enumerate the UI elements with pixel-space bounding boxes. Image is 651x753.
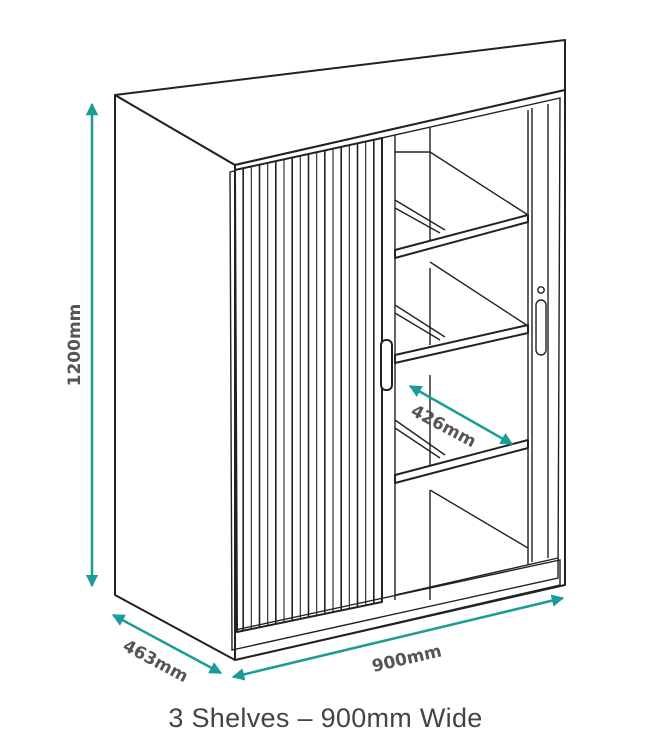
right-door-edge bbox=[531, 104, 549, 562]
cabinet-front-frame bbox=[229, 97, 561, 651]
depth-dimension-arrow bbox=[111, 613, 223, 675]
cabinet-interior bbox=[394, 110, 529, 600]
cabinet-diagram: 1200mm 463mm 900mm 426mm bbox=[65, 39, 566, 687]
shelf-middle bbox=[394, 268, 529, 364]
left-door-handle bbox=[380, 339, 393, 391]
tambour-door bbox=[234, 137, 393, 633]
lock-icon bbox=[537, 286, 545, 294]
cabinet-side-panel bbox=[114, 94, 236, 661]
cabinet-drawing bbox=[114, 39, 566, 661]
width-label: 900mm bbox=[370, 641, 444, 676]
shelf-top bbox=[394, 199, 529, 327]
product-caption: 3 Shelves – 900mm Wide bbox=[168, 703, 483, 733]
depth-label: 463mm bbox=[119, 636, 191, 687]
width-dimension-arrow bbox=[231, 594, 565, 681]
dimension-arrows bbox=[85, 102, 565, 681]
height-label: 1200mm bbox=[65, 304, 85, 387]
right-door-handle bbox=[535, 299, 547, 356]
shelf-depth-dimension-arrow bbox=[408, 384, 514, 446]
